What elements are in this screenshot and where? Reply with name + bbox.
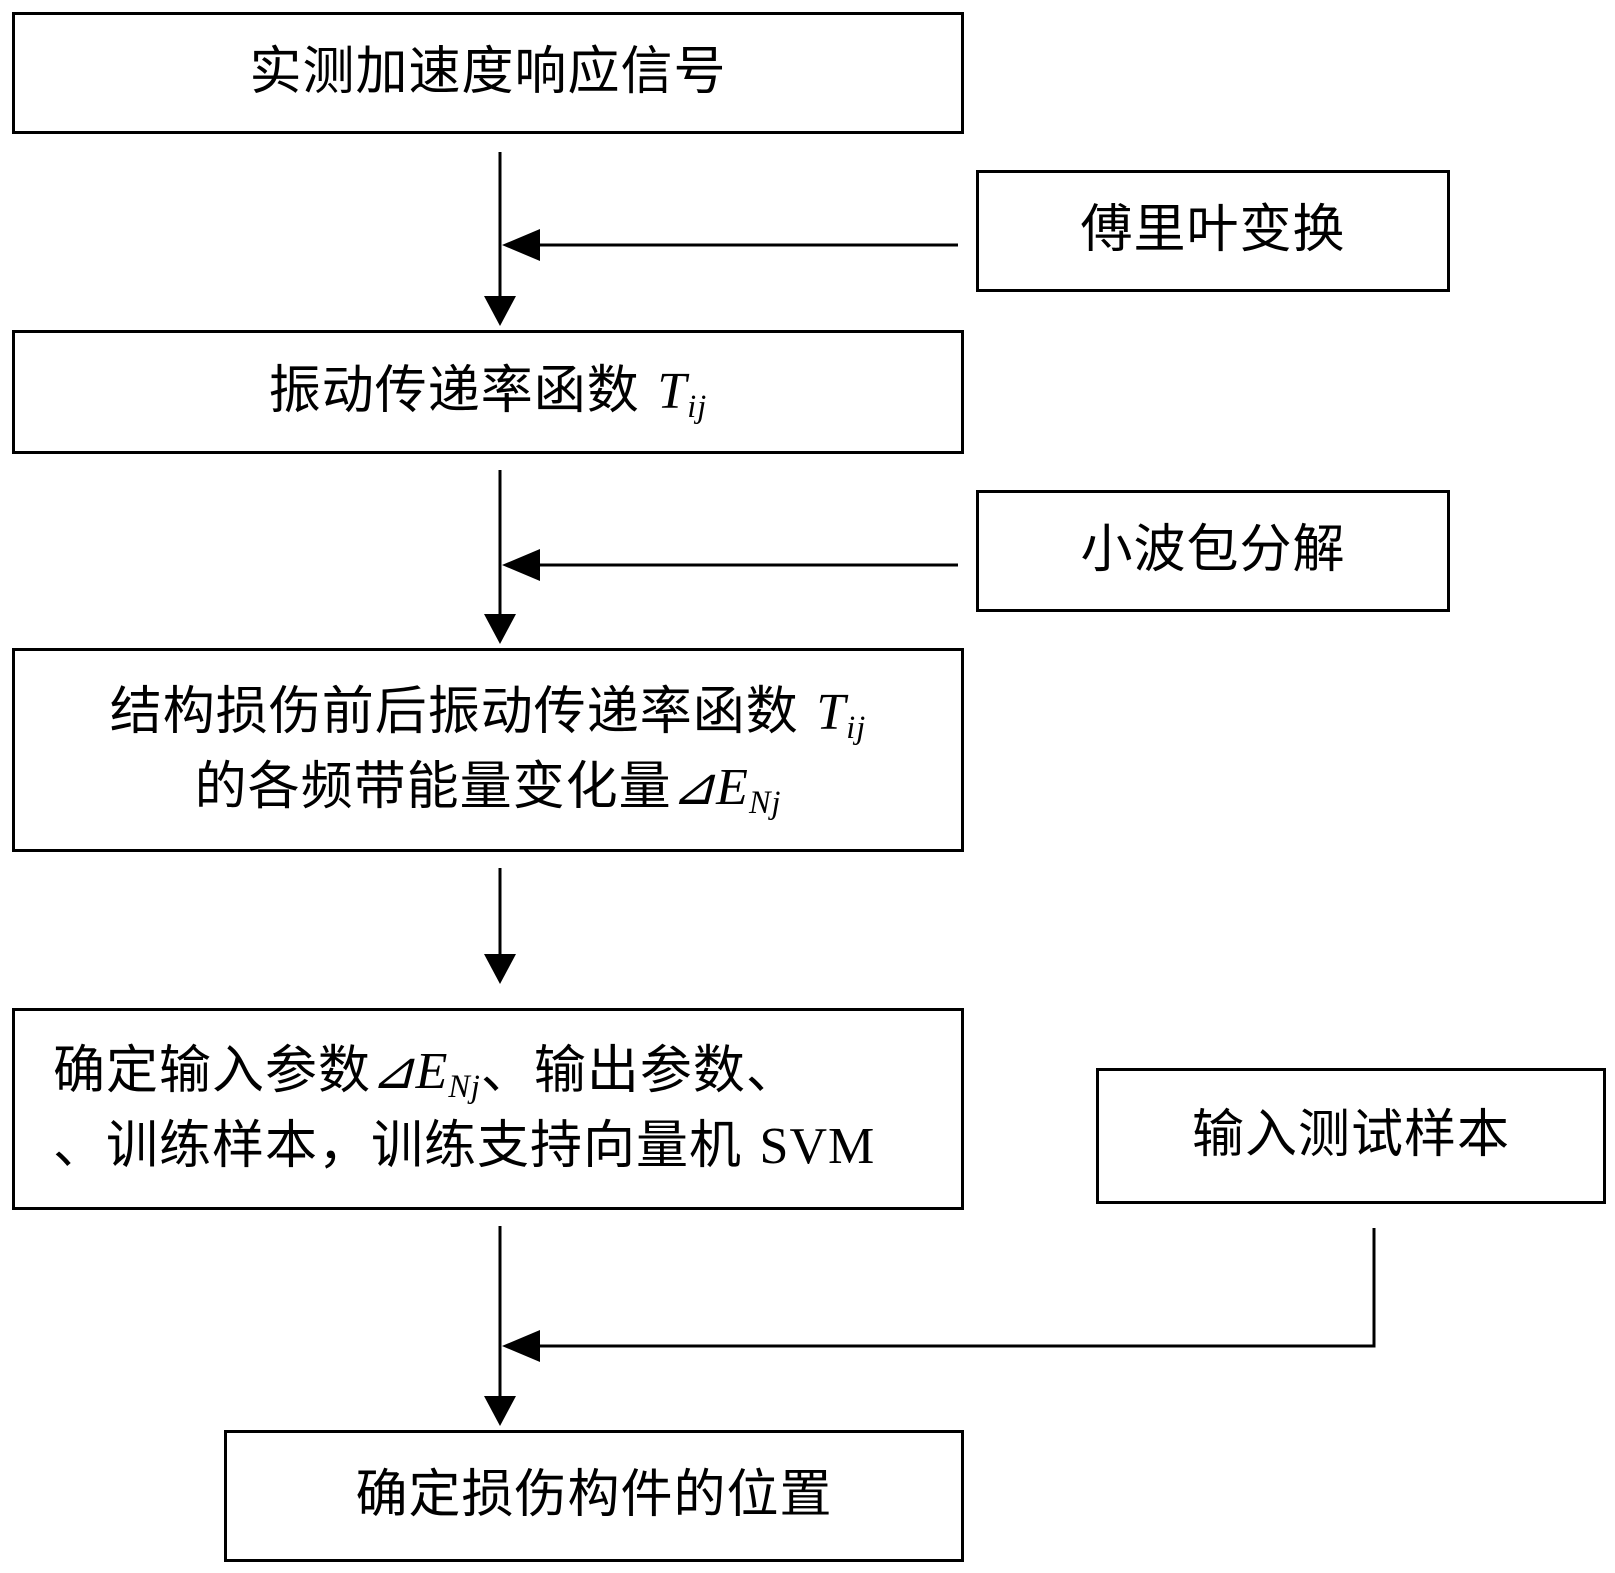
transmissibility-label: 振动传递率函数 Tij bbox=[269, 354, 707, 429]
energy-change-line1: 结构损伤前后振动传递率函数 Tij bbox=[110, 675, 866, 750]
arrowhead-down-2 bbox=[484, 614, 516, 644]
arrowhead-down-1 bbox=[484, 296, 516, 326]
wavelet-box: 小波包分解 bbox=[976, 490, 1450, 612]
svm-line2: 、训练样本，训练支持向量机 SVM bbox=[53, 1109, 875, 1184]
locate-label: 确定损伤构件的位置 bbox=[355, 1458, 832, 1533]
arrowhead-down-3 bbox=[484, 954, 516, 984]
energy-change-box: 结构损伤前后振动传递率函数 Tij 的各频带能量变化量⊿ENj bbox=[12, 648, 964, 852]
svm-box: 确定输入参数⊿ENj、输出参数、 、训练样本，训练支持向量机 SVM bbox=[12, 1008, 964, 1210]
signal-box: 实测加速度响应信号 bbox=[12, 12, 964, 134]
fourier-label: 傅里叶变换 bbox=[1080, 193, 1345, 268]
energy-change-line2: 的各频带能量变化量⊿ENj bbox=[195, 750, 782, 825]
arrowhead-left-3 bbox=[502, 1330, 540, 1362]
arrowhead-down-4 bbox=[484, 1396, 516, 1426]
test-samples-label: 输入测试样本 bbox=[1192, 1098, 1510, 1173]
locate-box: 确定损伤构件的位置 bbox=[224, 1430, 964, 1562]
signal-label: 实测加速度响应信号 bbox=[249, 35, 726, 110]
arrow-test-samples-input bbox=[530, 1228, 1374, 1346]
fourier-box: 傅里叶变换 bbox=[976, 170, 1450, 292]
transmissibility-box: 振动传递率函数 Tij bbox=[12, 330, 964, 454]
test-samples-box: 输入测试样本 bbox=[1096, 1068, 1606, 1204]
wavelet-label: 小波包分解 bbox=[1080, 513, 1345, 588]
arrowhead-left-2 bbox=[502, 549, 540, 581]
arrowhead-left-1 bbox=[502, 229, 540, 261]
svm-line1: 确定输入参数⊿ENj、输出参数、 bbox=[53, 1034, 799, 1109]
